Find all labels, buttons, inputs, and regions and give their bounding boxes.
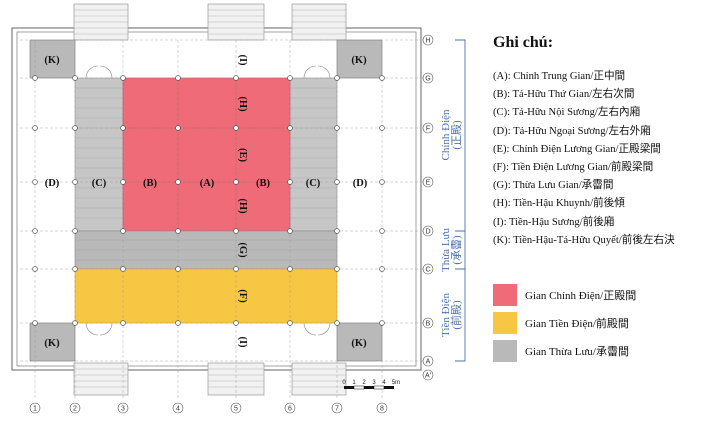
row-axis-g: G	[425, 76, 430, 83]
legend-item-e: (E): Chính Điện Lương Gian/正殿梁間	[493, 143, 661, 155]
zone-chinh-dien	[122, 77, 291, 232]
label-d-right: (D)	[353, 178, 368, 189]
col-axis-6: 6	[288, 406, 292, 413]
swatch-label-chinh-dien: Gian Chính Điện/正殿間	[525, 290, 637, 302]
scale-tick-0: 0	[342, 380, 346, 386]
col-axis-5: 5	[234, 406, 238, 413]
zone-label-thua-luu-han: (承霤)	[450, 235, 463, 265]
label-h-bottom: (H)	[237, 198, 248, 214]
row-axis-f: F	[426, 126, 430, 133]
swatch-red	[493, 284, 517, 306]
legend-item-d: (D): Tả-Hữu Ngoại Sương/左右外廂	[493, 125, 651, 137]
row-axis-b: B	[426, 321, 431, 328]
bottom-stairs	[73, 362, 347, 396]
wing-c-left	[74, 77, 124, 232]
label-i-bottom: (I)	[237, 336, 248, 348]
label-e: (E)	[237, 148, 248, 163]
row-axis-a-prime: A'	[425, 373, 431, 380]
swatch-grey	[493, 340, 517, 362]
row-axis-a: A	[426, 359, 431, 366]
scale-tick-1: 1	[352, 380, 356, 386]
swatch-label-thua-luu: Gian Thừa Lưu/承霤間	[525, 346, 629, 358]
label-f: (F)	[237, 289, 248, 303]
col-axis-3: 3	[121, 406, 125, 413]
legend-item-k: (K): Tiền-Hậu-Tả-Hữu Quyết/前後左右決	[493, 234, 675, 246]
label-b-right: (B)	[256, 178, 271, 189]
zone-label-chinh-dien-han: (正殿)	[450, 120, 463, 150]
corner-k-top-right	[336, 39, 383, 79]
label-k-bottom-left: (K)	[44, 338, 60, 349]
swatch-row-chinh-dien: Gian Chính Điện/正殿間	[493, 284, 636, 306]
zone-label-tien-dien: Tiền Điện	[440, 293, 452, 337]
label-a: (A)	[200, 178, 215, 189]
bracket-tien-dien	[455, 268, 466, 362]
legend-item-g: (G): Thừa Lưu Gian/承霤間	[493, 180, 614, 192]
legend-item-i: (I): Tiền-Hậu Sương/前後廂	[493, 216, 615, 228]
scale-tick-3: 3	[372, 380, 376, 386]
col-axis-7: 7	[335, 406, 339, 413]
scale-tick-2: 2	[362, 380, 366, 386]
swatch-row-thua-luu: Gian Thừa Lưu/承霤間	[493, 340, 629, 362]
label-k-bottom-right: (K)	[351, 338, 367, 349]
corner-k-bottom-left	[29, 322, 76, 362]
legend-item-c: (C): Tả-Hữu Nội Sương/左右內廂	[493, 107, 641, 119]
zone-tien-dien	[74, 268, 338, 324]
swatch-yellow	[493, 312, 517, 334]
row-axis-c: C	[425, 267, 430, 274]
label-k-top-left: (K)	[44, 55, 60, 66]
row-axis-h: H	[425, 38, 430, 45]
legend-item-b: (B): Tả-Hữu Thứ Gian/左右次間	[493, 89, 635, 101]
column-points	[32, 75, 385, 326]
corner-k-bottom-right	[336, 322, 383, 362]
zone-label-thua-luu: Thừa Lưu	[440, 228, 452, 272]
col-axis-8: 8	[380, 406, 384, 413]
col-axis-2: 2	[73, 406, 77, 413]
label-i-top: (I)	[237, 54, 248, 66]
zone-label-tien-dien-han: (前殿)	[449, 300, 463, 330]
label-h-top: (H)	[237, 96, 248, 112]
label-k-top-right: (K)	[351, 55, 367, 66]
swatch-row-tien-dien: Gian Tiền Điện/前殿間	[493, 312, 629, 334]
scale-tick-4: 4	[382, 380, 386, 386]
scale-bar	[344, 385, 394, 390]
label-g: (G)	[237, 242, 248, 258]
zone-label-chinh-dien: Chính Điện	[440, 109, 452, 161]
legend-item-f: (F): Tiền Điện Lương Gian/前殿梁間	[493, 162, 654, 174]
label-b-left: (B)	[143, 178, 158, 189]
corner-k-top-left	[29, 39, 76, 79]
legend-title: Ghi chú:	[493, 34, 554, 51]
legend-item-h: (H): Tiền-Hậu Khuynh/前後傾	[493, 198, 625, 210]
col-axis-1: 1	[33, 406, 37, 413]
legend: Ghi chú: (A): Chính Trung Gian/正中間 (B): …	[493, 34, 718, 250]
label-c-right: (C)	[306, 178, 321, 189]
scale-tick-5: 5m	[392, 380, 400, 386]
row-axis-e: E	[426, 180, 431, 187]
label-d-left: (D)	[45, 178, 60, 189]
wing-c-right	[289, 77, 338, 232]
col-axis-4: 4	[176, 406, 180, 413]
grid-lines	[20, 39, 428, 400]
floor-plan: (K) (K) (K) (K) (D) (C) (B) (A) (B) (C) …	[11, 3, 466, 414]
row-axis-d: D	[425, 229, 430, 236]
swatch-label-tien-dien: Gian Tiền Điện/前殿間	[525, 318, 629, 330]
label-c-left: (C)	[92, 178, 107, 189]
legend-item-a: (A): Chính Trung Gian/正中間	[493, 71, 626, 82]
